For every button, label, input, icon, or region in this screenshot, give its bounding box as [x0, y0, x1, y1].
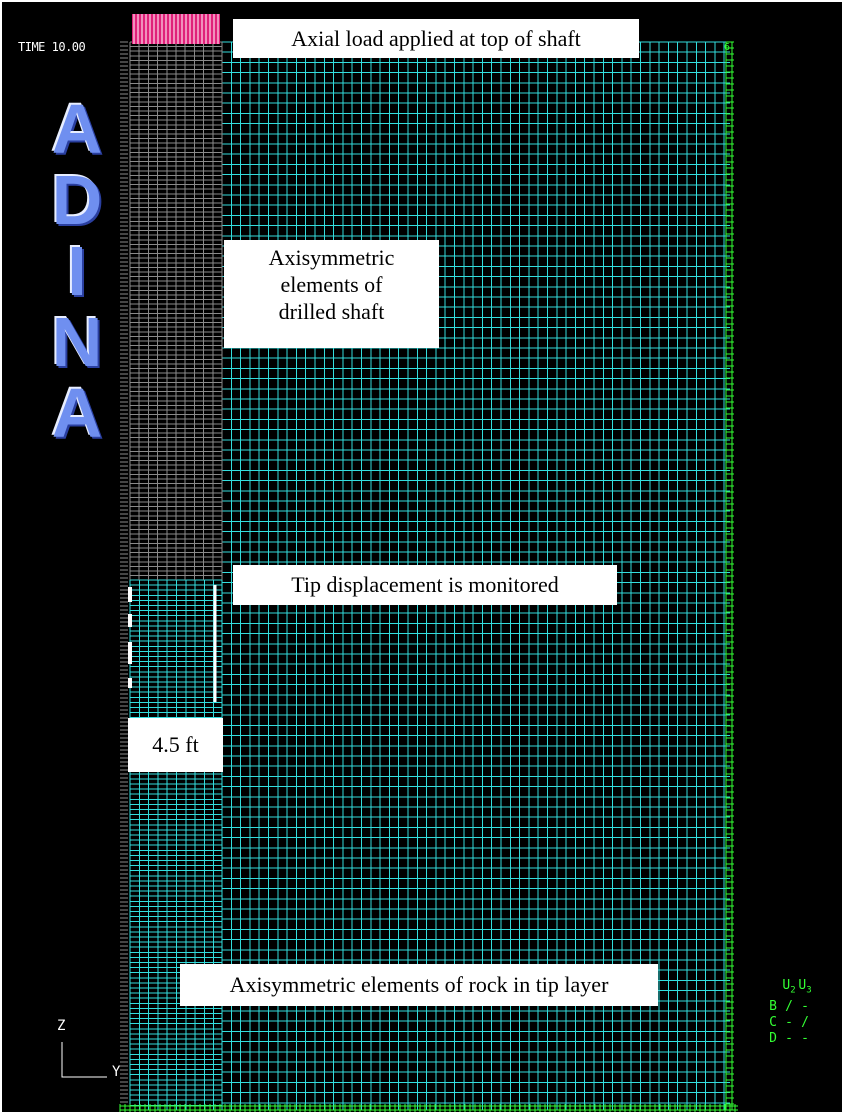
shaft-elements-callout: Axisymmetric elements of drilled shaft [224, 240, 439, 348]
bc-row-value: - [785, 1014, 793, 1030]
logo-letter: I [67, 232, 87, 310]
bc-row-value: - [801, 998, 809, 1014]
bc-row-value: - [785, 1030, 793, 1046]
axis-y-label: Y [112, 1064, 121, 1080]
tip-displacement-callout: Tip displacement is monitored [233, 565, 617, 605]
bc-row: D - - [765, 1031, 813, 1047]
bc-row-value: / [785, 998, 793, 1014]
logo-letter: N [51, 303, 103, 381]
shaft-elements-line: Axisymmetric [268, 245, 395, 270]
axis-triad-lines [61, 1042, 107, 1078]
axis-boundary-ticks [120, 41, 128, 1111]
bc-row: B / - [765, 999, 813, 1015]
bc-row-label: D [769, 1030, 777, 1046]
bc-row: C - / [765, 1015, 813, 1031]
shaft-elements-line: drilled shaft [278, 299, 385, 324]
axial-load-block [132, 14, 220, 44]
logo-letter: D [51, 161, 103, 239]
tip-length-callout: 4.5 ft [128, 718, 223, 772]
time-label: TIME 10.00 [18, 40, 86, 54]
bc-header-u2: U2 [782, 978, 796, 996]
axial-load-arrows [133, 14, 219, 44]
boundary-condition-table: U2 U3 B / - C - / D - - [765, 978, 813, 1047]
adina-logo: A D I N A [42, 94, 112, 449]
shaft-mesh-grid [129, 41, 223, 580]
tip-length-text: 4.5 ft [152, 732, 199, 757]
bc-row-label: C [769, 1014, 777, 1030]
bc-header-row: U2 U3 [781, 978, 813, 999]
bc-header-u3: U3 [798, 978, 812, 996]
bottom-boundary-supports [119, 1104, 738, 1112]
corner-node-mark: 6 [724, 42, 731, 53]
logo-letter: A [51, 374, 103, 452]
rock-elements-callout: Axisymmetric elements of rock in tip lay… [180, 964, 658, 1006]
tip-displacement-text: Tip displacement is monitored [291, 572, 559, 597]
right-boundary-supports [725, 41, 734, 1111]
logo-letter: A [51, 90, 103, 168]
axial-load-callout: Axial load applied at top of shaft [233, 19, 639, 58]
axial-load-text: Axial load applied at top of shaft [291, 26, 581, 51]
bc-row-value: - [801, 1030, 809, 1046]
bc-row-label: B [769, 998, 777, 1014]
axis-z-label: Z [57, 1018, 66, 1034]
rock-elements-text: Axisymmetric elements of rock in tip lay… [229, 972, 609, 997]
shaft-elements-line: elements of [280, 272, 383, 297]
bc-row-value: / [801, 1014, 809, 1030]
tip-layer-mesh [129, 579, 222, 1110]
